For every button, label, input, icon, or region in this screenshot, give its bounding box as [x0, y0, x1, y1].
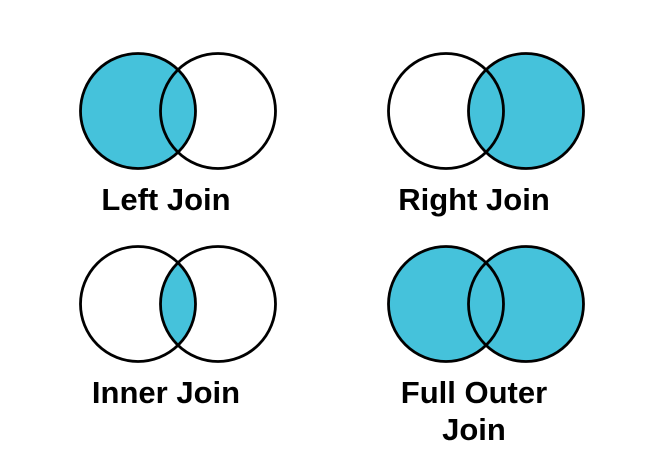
venn-label-left-join: Left Join	[101, 182, 231, 217]
venn-diagram-inner-join-icon	[79, 245, 277, 363]
venn-label-inner-join: Inner Join	[91, 375, 241, 410]
venn-diagram-left-join-icon	[79, 52, 277, 170]
venn-inner-join: Inner Join	[68, 239, 288, 412]
venn-diagram-full-outer-join-icon	[387, 245, 585, 363]
venn-label-right-join: Right Join	[398, 182, 550, 217]
venn-left-join: Left Join	[68, 46, 288, 219]
venn-diagram-right-join-icon	[387, 52, 585, 170]
venn-right-join: Right Join	[376, 46, 596, 219]
venn-full-outer-join: Full Outer Join	[376, 239, 596, 448]
venn-label-full-outer-join: Full Outer Join	[400, 375, 548, 447]
